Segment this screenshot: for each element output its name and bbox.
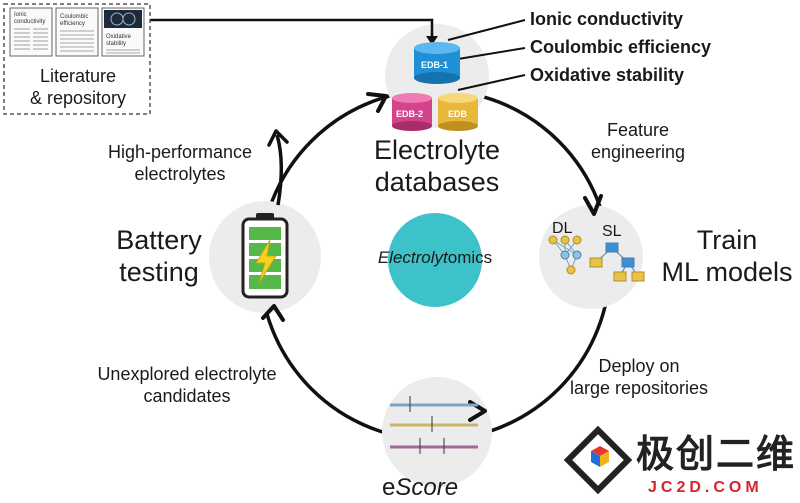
- prop-leader-2: [451, 47, 526, 61]
- database-cylinder-yellow-icon: EDB: [438, 93, 478, 131]
- high-performance-label: High-performance electrolytes: [107, 142, 253, 184]
- electrolytomics-circle: [388, 213, 482, 307]
- document-icon-2: Coulombic efficiency: [55, 7, 99, 57]
- deep-learning-network-icon: [548, 235, 582, 275]
- escore-spectra-icon: [390, 396, 478, 454]
- battery-testing-label: Battery testing: [116, 225, 202, 288]
- property-oxidative-stability: Oxidative stability: [530, 65, 685, 85]
- databases-label: Electrolyte databases: [373, 135, 501, 198]
- watermark-chinese-text: 极创二维: [636, 432, 797, 476]
- database-cylinder-blue-icon: EDB-1: [414, 42, 460, 84]
- dl-label: DL: [552, 220, 573, 237]
- feature-engineering-label: Feature engineering: [590, 120, 686, 162]
- supervised-learning-tree-icon: [589, 242, 645, 282]
- document-icon-1: Ionic conductivity: [9, 7, 53, 57]
- escore-node-bg: [382, 377, 492, 487]
- svg-text:stability: stability: [106, 41, 126, 47]
- property-coulombic-efficiency: Coulombic efficiency: [530, 37, 712, 57]
- electrolytomics-label: Electrolytomics: [377, 248, 493, 267]
- arrow-to-battery-icon: [261, 304, 285, 322]
- literature-connector: [150, 18, 434, 40]
- svg-text:Coulombic: Coulombic: [60, 14, 88, 20]
- svg-text:conductivity: conductivity: [14, 19, 45, 25]
- arrow-to-databases-icon: [366, 92, 388, 113]
- unexplored-candidates-label: Unexplored electrolyte candidates: [97, 364, 277, 406]
- watermark-logo-icon: [563, 425, 633, 495]
- svg-text:efficiency: efficiency: [60, 21, 85, 27]
- escore-label: eScore: [382, 474, 459, 501]
- svg-text:EDB: EDB: [448, 109, 468, 119]
- high-performance-arrow: [275, 134, 284, 206]
- deploy-label: Deploy on large repositories: [569, 356, 709, 398]
- literature-connector-arrowhead-icon: [426, 36, 438, 45]
- svg-text:EDB-1: EDB-1: [421, 60, 448, 70]
- prop-leader-1: [447, 19, 526, 41]
- svg-text:Ionic: Ionic: [14, 12, 27, 18]
- sl-label: SL: [602, 223, 622, 240]
- prop-leader-3: [457, 74, 526, 91]
- literature-box: [3, 3, 151, 115]
- ml-node-bg: [539, 205, 643, 309]
- property-ionic-conductivity: Ionic conductivity: [530, 9, 684, 29]
- database-cylinder-pink-icon: EDB-2: [392, 93, 432, 131]
- document-icon-3: Oxidative stability: [101, 7, 145, 57]
- high-performance-arrowhead-icon: [267, 129, 289, 147]
- watermark-latin-text: JC2D.COM: [648, 479, 763, 496]
- arrow-to-ml-icon: [583, 194, 603, 216]
- train-ml-label: Train ML models: [661, 225, 793, 288]
- svg-text:Oxidative: Oxidative: [106, 34, 132, 40]
- literature-label: Literature & repository: [29, 66, 127, 108]
- svg-text:EDB-2: EDB-2: [396, 109, 423, 119]
- battery-icon: [241, 213, 289, 299]
